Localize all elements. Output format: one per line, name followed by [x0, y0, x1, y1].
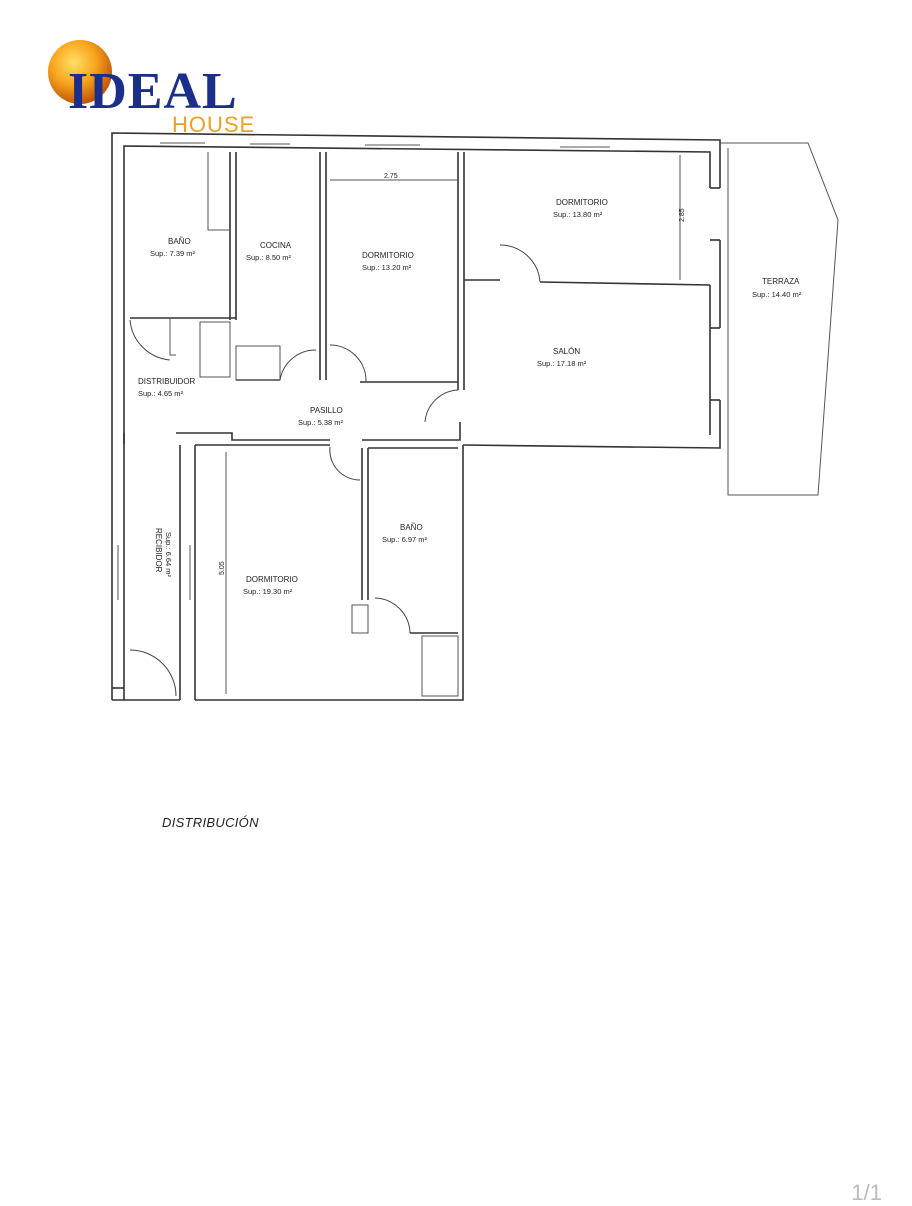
dimension-label: 2.75 — [384, 173, 398, 180]
room-distribuidor: DISTRIBUIDOR Sup.: 4.65 m² — [138, 377, 196, 398]
room-bano-2: BAÑO Sup.: 6.97 m² — [382, 523, 428, 544]
room-name: PASILLO — [310, 406, 343, 415]
room-name: SALÓN — [553, 347, 580, 356]
room-cocina: COCINA Sup.: 8.50 m² — [246, 241, 292, 262]
room-area: Sup.: 6.64 m² — [164, 532, 173, 578]
outer-walls — [111, 132, 721, 701]
terraza-outline — [720, 142, 839, 496]
room-name: RECIBIDOR — [154, 528, 163, 573]
room-name: TERRAZA — [762, 277, 800, 286]
dimension-label: 2.85 — [679, 208, 686, 222]
room-area: Sup.: 8.50 m² — [246, 253, 292, 262]
room-area: Sup.: 13.20 m² — [362, 263, 412, 272]
room-bano-1: BAÑO Sup.: 7.39 m² — [150, 237, 196, 258]
room-area: Sup.: 6.97 m² — [382, 535, 428, 544]
room-dormitorio-2: DORMITORIO Sup.: 13.80 m² 2.85 — [553, 198, 686, 222]
room-area: Sup.: 7.39 m² — [150, 249, 196, 258]
room-area: Sup.: 13.80 m² — [553, 210, 603, 219]
room-terraza: TERRAZA Sup.: 14.40 m² — [752, 277, 802, 299]
room-recibidor: RECIBIDOR Sup.: 6.64 m² — [154, 528, 173, 578]
room-name: DISTRIBUIDOR — [138, 377, 196, 386]
room-name: DORMITORIO — [246, 575, 298, 584]
room-salon: SALÓN Sup.: 17.18 m² — [537, 347, 587, 368]
interior-walls — [130, 152, 711, 700]
room-name: COCINA — [260, 241, 292, 250]
dimension-label: 5.05 — [219, 561, 226, 575]
room-area: Sup.: 17.18 m² — [537, 359, 587, 368]
room-area: Sup.: 14.40 m² — [752, 290, 802, 299]
doors — [129, 244, 541, 697]
logo-sub: HOUSE — [172, 112, 255, 137]
room-name: DORMITORIO — [556, 198, 608, 207]
sun-icon — [48, 40, 112, 104]
room-name: BAÑO — [168, 237, 191, 246]
ideal-house-logo: IDEAL HOUSE — [48, 40, 255, 137]
page-indicator: 1/1 — [851, 1180, 882, 1205]
room-dormitorio-1: DORMITORIO Sup.: 13.20 m² 2.75 — [362, 173, 414, 272]
room-name: DORMITORIO — [362, 251, 414, 260]
room-area: Sup.: 5.38 m² — [298, 418, 344, 427]
room-pasillo: PASILLO Sup.: 5.38 m² — [298, 406, 344, 427]
room-area: Sup.: 4.65 m² — [138, 389, 184, 398]
room-area: Sup.: 19.30 m² — [243, 587, 293, 596]
room-name: BAÑO — [400, 523, 423, 532]
room-dormitorio-3: DORMITORIO Sup.: 19.30 m² 5.05 — [219, 561, 298, 596]
logo-word: IDEAL — [68, 63, 238, 120]
plan-caption: DISTRIBUCIÓN — [162, 815, 259, 830]
